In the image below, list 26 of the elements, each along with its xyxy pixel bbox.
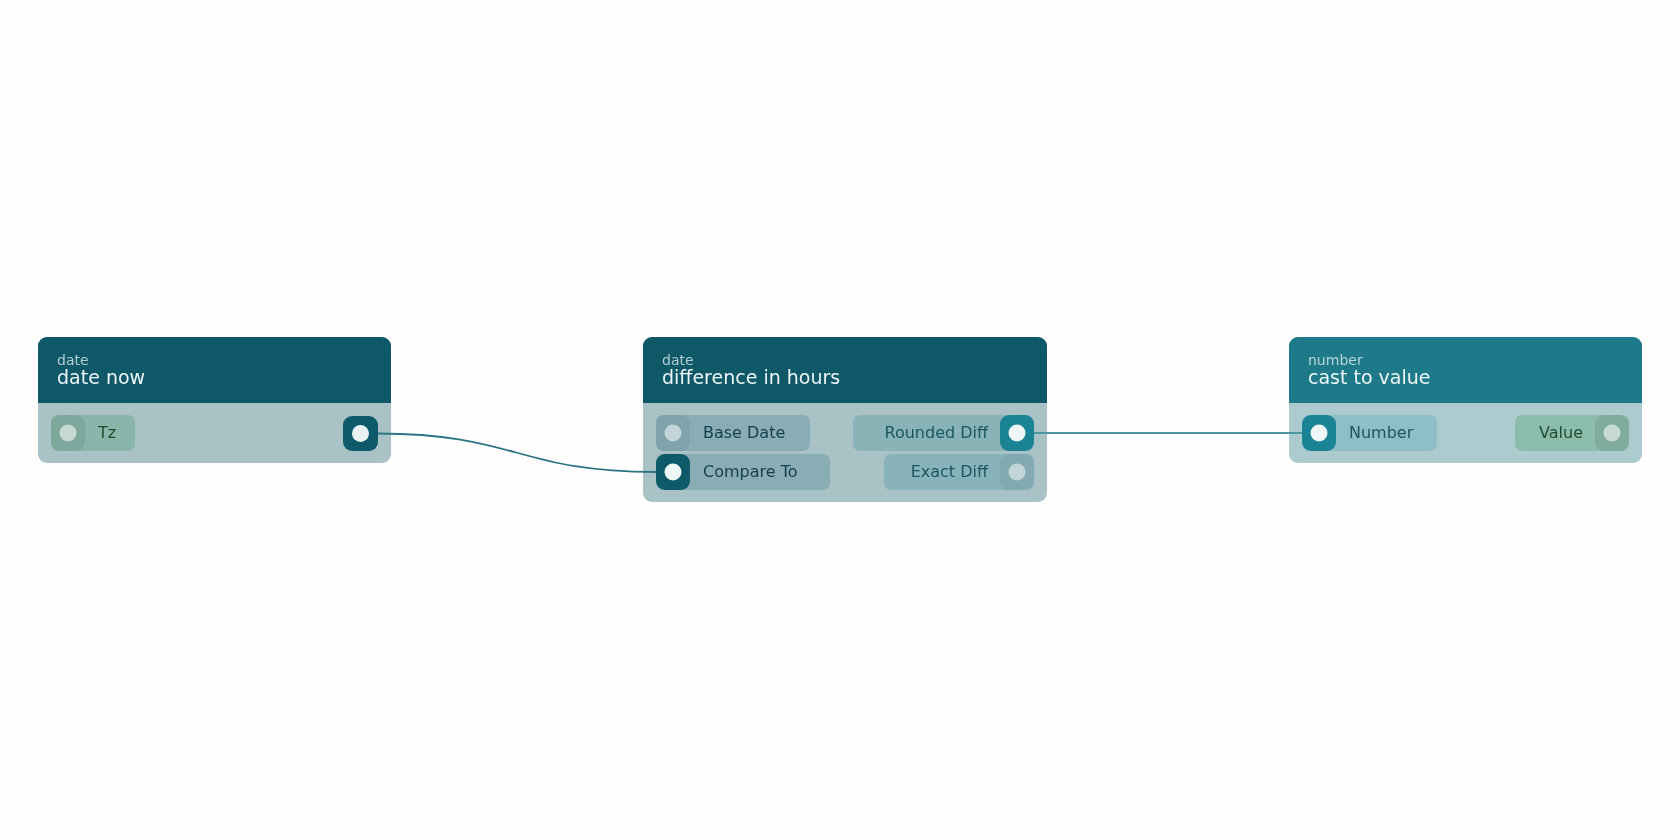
- output-port: [884, 454, 1034, 490]
- node-title: difference in hours: [662, 367, 841, 387]
- node-category: date: [57, 353, 89, 367]
- port-label: Exact Diff: [910, 462, 988, 482]
- input-port: [656, 454, 830, 490]
- node-card: [643, 337, 1047, 502]
- input-port: [1302, 415, 1437, 451]
- node-card: [1289, 337, 1642, 463]
- node-category: date: [662, 353, 694, 367]
- node-card: [38, 337, 391, 463]
- port-label: Value: [1539, 423, 1583, 443]
- port-label: Base Date: [703, 423, 786, 443]
- input-port: [656, 415, 810, 451]
- port-label: Number: [1349, 423, 1414, 443]
- node-category: number: [1308, 353, 1363, 367]
- node-title: cast to value: [1308, 367, 1431, 387]
- node-title: date now: [57, 367, 146, 387]
- port-label: Compare To: [703, 462, 798, 482]
- port-label: Tz: [98, 423, 117, 443]
- port-label: Rounded Diff: [884, 423, 988, 443]
- port-handle-icon: [343, 416, 378, 451]
- connector-line: [377, 432, 657, 473]
- input-port: [51, 415, 135, 451]
- connector-line: [1033, 432, 1303, 434]
- output-port: [853, 415, 1034, 451]
- output-port: [1515, 415, 1629, 451]
